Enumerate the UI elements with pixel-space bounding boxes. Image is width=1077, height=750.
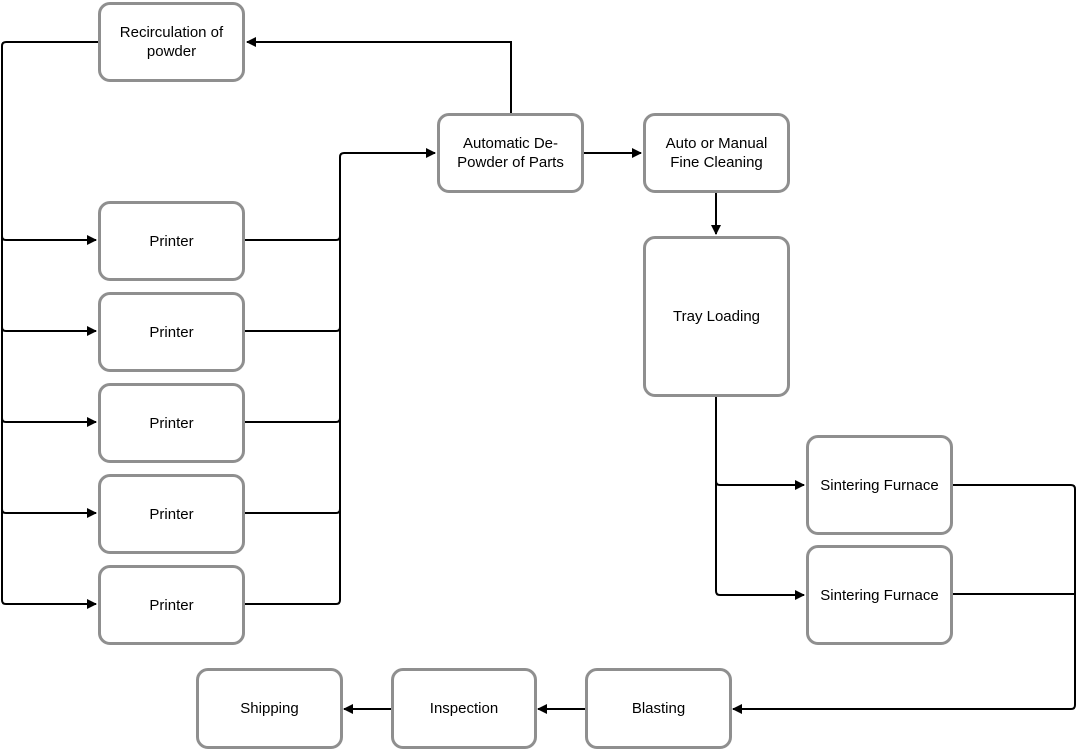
node-printer-5[interactable]: Printer xyxy=(98,565,245,645)
node-label: Sintering Furnace xyxy=(820,586,939,604)
node-label: Printer xyxy=(149,414,194,432)
node-automatic-depowder[interactable]: Automatic De-Powder of Parts xyxy=(437,113,584,193)
edge-tray-loading-to-furnace2 xyxy=(715,481,805,600)
node-sintering-furnace-1[interactable]: Sintering Furnace xyxy=(806,435,953,535)
edge-printer3-to-depowder xyxy=(244,327,341,423)
edge-tray-loading-to-furnace1 xyxy=(715,397,805,490)
node-label: Printer xyxy=(149,505,194,523)
node-label: Shipping xyxy=(240,700,299,717)
node-label: Automatic De-Powder of Parts xyxy=(457,135,564,171)
node-printer-1[interactable]: Printer xyxy=(98,201,245,281)
edge-furnace1-to-blasting xyxy=(732,484,1076,714)
node-blasting[interactable]: Blasting xyxy=(585,668,732,749)
node-inspection[interactable]: Inspection xyxy=(391,668,537,749)
node-printer-2[interactable]: Printer xyxy=(98,292,245,372)
node-label: Printer xyxy=(149,596,194,614)
node-label: Recirculation of powder xyxy=(119,24,224,60)
node-printer-4[interactable]: Printer xyxy=(98,474,245,554)
node-sintering-furnace-2[interactable]: Sintering Furnace xyxy=(806,545,953,645)
node-label: Tray Loading xyxy=(673,308,760,325)
node-recirculation-of-powder[interactable]: Recirculation of powder xyxy=(98,2,245,82)
node-tray-loading[interactable]: Tray Loading xyxy=(643,236,790,397)
edge-depowder-to-recirculation xyxy=(246,37,512,113)
node-label: Auto or Manual Fine Cleaning xyxy=(665,135,768,171)
edge-recirculation-to-printer4 xyxy=(1,418,97,518)
edge-recirculation-to-printer2 xyxy=(1,236,97,336)
edge-printer5-to-depowder xyxy=(244,509,341,605)
edge-printer1-to-depowder xyxy=(244,148,436,241)
node-label: Sintering Furnace xyxy=(820,476,939,494)
node-label: Inspection xyxy=(429,700,499,717)
node-shipping[interactable]: Shipping xyxy=(196,668,343,749)
edge-printer4-to-depowder xyxy=(244,418,341,514)
node-printer-3[interactable]: Printer xyxy=(98,383,245,463)
node-fine-cleaning[interactable]: Auto or Manual Fine Cleaning xyxy=(643,113,790,193)
node-label: Printer xyxy=(149,232,194,250)
edge-printer2-to-depowder xyxy=(244,236,341,332)
edge-recirculation-to-printer1 xyxy=(1,41,99,245)
node-label: Blasting xyxy=(631,700,686,717)
edge-recirculation-to-printer5 xyxy=(1,509,97,609)
node-label: Printer xyxy=(149,323,194,341)
edge-recirculation-to-printer3 xyxy=(1,327,97,427)
